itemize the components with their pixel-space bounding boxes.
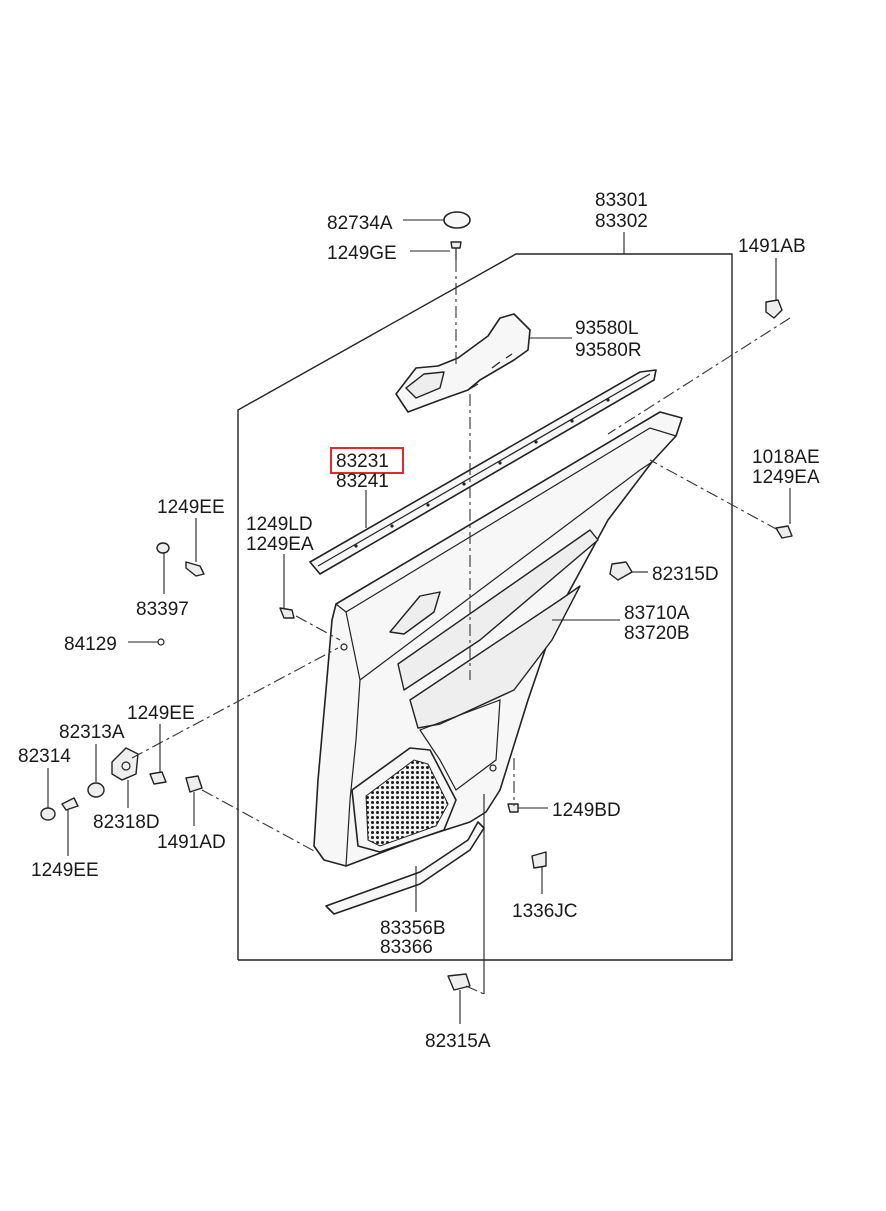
label-1249EE-bottom[interactable]: 1249EE bbox=[31, 860, 99, 881]
label-84129[interactable]: 84129 bbox=[64, 634, 117, 655]
label-82318D[interactable]: 82318D bbox=[93, 812, 160, 833]
label-1249EE-top[interactable]: 1249EE bbox=[157, 497, 225, 518]
label-83397[interactable]: 83397 bbox=[136, 599, 189, 620]
assembly-dashed-lines bbox=[131, 260, 791, 995]
label-1249EA-right[interactable]: 1249EA bbox=[752, 467, 820, 488]
leader-lines bbox=[47, 219, 791, 1024]
label-1491AD[interactable]: 1491AD bbox=[157, 832, 226, 853]
label-83710A[interactable]: 83710A bbox=[624, 603, 690, 624]
label-83301[interactable]: 83301 bbox=[595, 190, 648, 211]
label-82734A[interactable]: 82734A bbox=[327, 213, 393, 234]
fasteners bbox=[40, 211, 793, 991]
label-1249EA-left[interactable]: 1249EA bbox=[246, 534, 314, 555]
label-82315D[interactable]: 82315D bbox=[652, 564, 719, 585]
label-1249BD[interactable]: 1249BD bbox=[552, 800, 621, 821]
label-83356B[interactable]: 83356B bbox=[380, 918, 446, 939]
label-83231[interactable]: 83231 bbox=[336, 451, 389, 472]
label-93580R[interactable]: 93580R bbox=[575, 340, 642, 361]
label-1336JC[interactable]: 1336JC bbox=[512, 901, 578, 922]
label-83720B[interactable]: 83720B bbox=[624, 623, 690, 644]
label-93580L[interactable]: 93580L bbox=[575, 318, 638, 339]
part-labels: 82734A 1249GE 83301 83302 1491AB 93580L … bbox=[18, 190, 820, 1052]
belt-weatherstrip bbox=[309, 369, 657, 575]
label-1249EE-mid[interactable]: 1249EE bbox=[127, 703, 195, 724]
label-82314[interactable]: 82314 bbox=[18, 746, 71, 767]
label-82313A[interactable]: 82313A bbox=[59, 722, 125, 743]
label-1018AE[interactable]: 1018AE bbox=[752, 447, 820, 468]
pull-handle-bezel bbox=[395, 313, 531, 413]
label-83302[interactable]: 83302 bbox=[595, 211, 648, 232]
label-1491AB[interactable]: 1491AB bbox=[738, 236, 806, 257]
label-82315A[interactable]: 82315A bbox=[425, 1031, 491, 1052]
highlight-box bbox=[330, 447, 404, 474]
label-1249LD[interactable]: 1249LD bbox=[246, 514, 313, 535]
label-83366[interactable]: 83366 bbox=[380, 937, 433, 958]
label-83241[interactable]: 83241 bbox=[336, 471, 389, 492]
speaker-grille bbox=[351, 747, 457, 853]
label-1249GE[interactable]: 1249GE bbox=[327, 243, 397, 264]
